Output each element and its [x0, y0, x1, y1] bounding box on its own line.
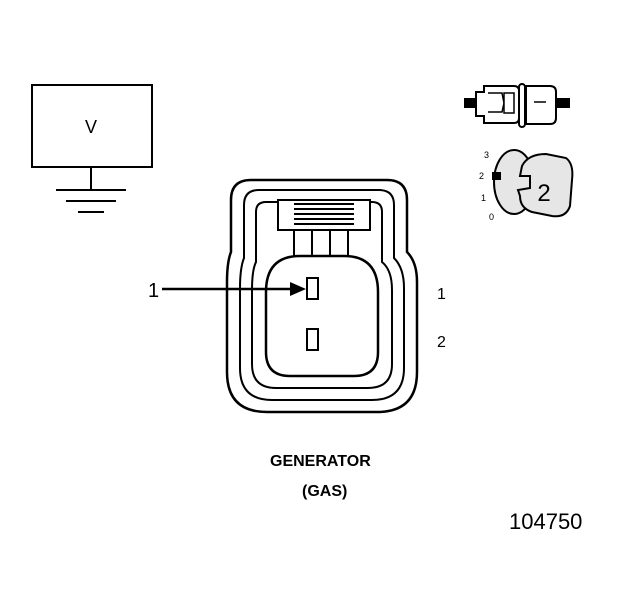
- terminal-2: [306, 328, 319, 351]
- terminal-1: [306, 277, 319, 300]
- voltmeter-symbol: V: [85, 117, 97, 137]
- pointer-label: 1: [148, 280, 159, 302]
- arrow-head-icon: [290, 282, 306, 296]
- position-scale-3: 3: [484, 150, 489, 160]
- connector-pair-icon: [464, 83, 570, 128]
- position-scale-2: 2: [479, 171, 484, 181]
- latch-ribs: [294, 203, 354, 225]
- position-marker: [492, 172, 501, 180]
- voltmeter-box: [31, 84, 153, 168]
- selector-position-label: 2: [537, 180, 550, 207]
- pin-number-1: 1: [437, 286, 446, 303]
- figure-number: 104750: [509, 509, 583, 534]
- pointer-arrow: 1: [148, 280, 306, 302]
- ground-icon: [56, 167, 126, 213]
- position-selector-inset: 3 2 1 0 2: [479, 149, 574, 222]
- selector-knob: [516, 152, 574, 218]
- voltmeter: V: [31, 84, 153, 213]
- connector-cavity: [264, 254, 380, 378]
- position-scale-0: 0: [489, 212, 494, 222]
- pin-number-2: 2: [437, 334, 446, 351]
- caption-line-1: GENERATOR: [270, 453, 371, 470]
- caption-line-2: (GAS): [302, 483, 348, 500]
- position-scale-1: 1: [481, 193, 486, 203]
- connector-face: [225, 178, 419, 414]
